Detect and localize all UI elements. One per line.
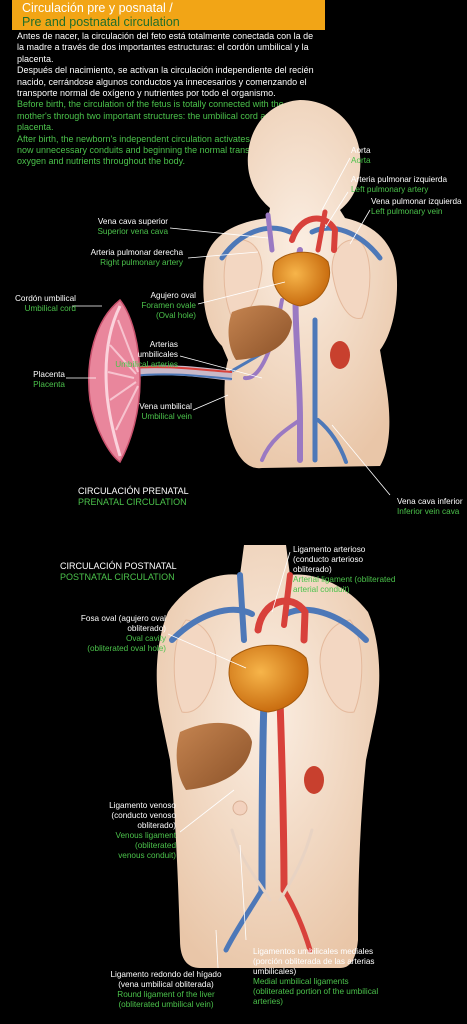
intro-es-2: Después del nacimiento, se activan la ci… [17,65,314,99]
label-inferior-vena-cava: Vena cava inferior Inferior vein cava [397,497,463,516]
label-aorta: Aorta Aorta [351,146,371,165]
intro-es-1: Antes de nacer, la circulación del feto … [17,31,314,64]
label-arterial-ligament: Ligamento arterioso (conducto arterioso … [293,545,396,594]
prenatal-kidney-icon [330,341,350,369]
prenatal-liver-icon [228,305,292,360]
label-foramen-ovale: Agujero oval Foramen ovale (Oval hole) [141,291,196,320]
postnatal-heart-icon [228,644,309,713]
label-superior-vena-cava: Vena cava superior Superior vena cava [97,217,168,236]
page-header: Circulación pre y posnatal / Pre and pos… [12,0,325,30]
label-venous-ligament: Ligamento venoso (conducto venoso oblite… [109,801,176,860]
postnatal-kidney-icon [304,766,324,794]
label-medial-umbilical-ligaments: Ligamentos umbilicales mediales (porción… [253,947,379,1006]
header-title-en: Pre and postnatal circulation [22,15,180,29]
intro-text: Antes de nacer, la circulación del feto … [17,31,317,168]
postnatal-bladder-icon [232,800,248,816]
label-umbilical-arteries: Arterias umbilicales Umbilical arteries [115,340,178,369]
umbilical-cord-icon [129,365,233,381]
label-left-pulmonary-vein: Vena pulmonar izquierda Left pulmonary v… [371,197,462,216]
label-oval-fossa: Fosa oval (agujero oval obliterado) Oval… [80,614,166,653]
label-placenta: Placenta Placenta [33,370,65,389]
label-round-ligament-liver: Ligamento redondo del hígado (vena umbil… [110,970,222,1009]
label-left-pulmonary-artery: Arteria pulmonar izquierda Left pulmonar… [351,175,448,194]
postnatal-liver-icon [176,722,252,790]
postnatal-title: CIRCULACIÓN POSTNATAL POSTNATAL CIRCULAT… [60,561,177,582]
label-umbilical-cord: Cordón umbilical Umbilical cord [15,294,76,313]
postnatal-vessels [169,572,369,953]
placenta-icon [88,298,141,464]
intro-en-1: Before birth, the circulation of the fet… [17,99,291,133]
prenatal-leader-lines [66,157,391,496]
label-right-pulmonary-artery: Arteria pulmonar derecha Right pulmonary… [90,248,183,267]
prenatal-title: CIRCULACIÓN PRENATAL PRENATAL CIRCULATIO… [78,486,189,507]
prenatal-heart-icon [272,251,330,307]
intro-en-2: After birth, the newborn's independent c… [17,133,308,167]
header-title-es: Circulación pre y posnatal / [22,1,173,15]
label-umbilical-vein: Vena umbilical Umbilical vein [139,402,192,421]
prenatal-vessels [219,209,383,464]
postnatal-leader-lines [167,551,291,969]
